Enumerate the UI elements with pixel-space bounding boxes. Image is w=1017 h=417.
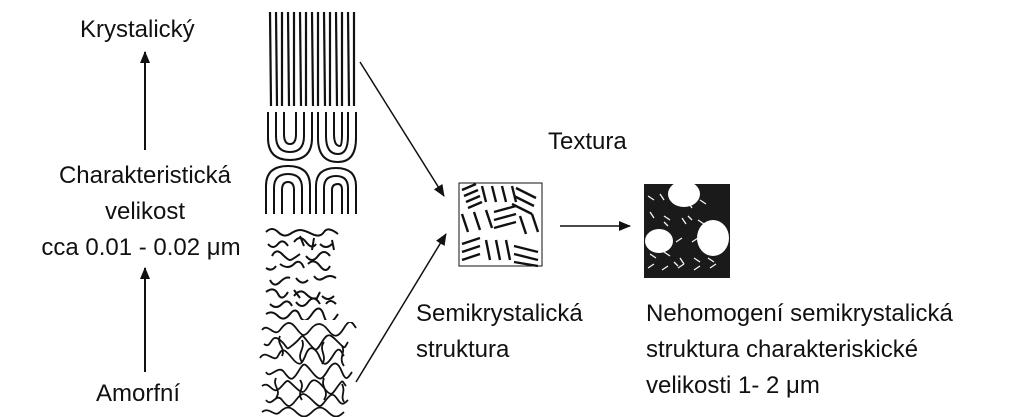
lamellar-folds-panel xyxy=(266,112,356,214)
crystalline-lamellae-panel xyxy=(270,12,354,106)
texture-label: Textura xyxy=(548,126,627,157)
nonhomogeneous-label-line3: velikosti 1- 2 μm xyxy=(646,370,820,401)
characteristic-size-line2: velikost xyxy=(12,196,278,227)
void-left xyxy=(645,229,673,253)
amorphous-coils-panel xyxy=(260,322,356,417)
characteristic-size-line1: Charakteristická xyxy=(12,160,278,191)
semicrystalline-texture-square xyxy=(459,183,542,266)
semicrystalline-label-line1: Semikrystalická xyxy=(416,298,583,329)
nonhomogeneous-structure-square xyxy=(644,181,730,278)
void-right xyxy=(697,220,729,256)
semicrystalline-label-line2: struktura xyxy=(416,334,509,365)
amorphous-label: Amorfní xyxy=(96,378,180,409)
arrow-crystalline-to-semicrystalline xyxy=(360,62,444,196)
void-top xyxy=(668,181,700,207)
nonhomogeneous-label-line1: Nehomogení semikrystalická xyxy=(646,298,953,329)
characteristic-size-line3: cca 0.01 - 0.02 μm xyxy=(12,232,270,263)
crystalline-label: Krystalický xyxy=(80,14,195,45)
nonhomogeneous-label-line2: struktura charakteriskické xyxy=(646,334,918,365)
spherulitic-panel xyxy=(266,229,338,323)
